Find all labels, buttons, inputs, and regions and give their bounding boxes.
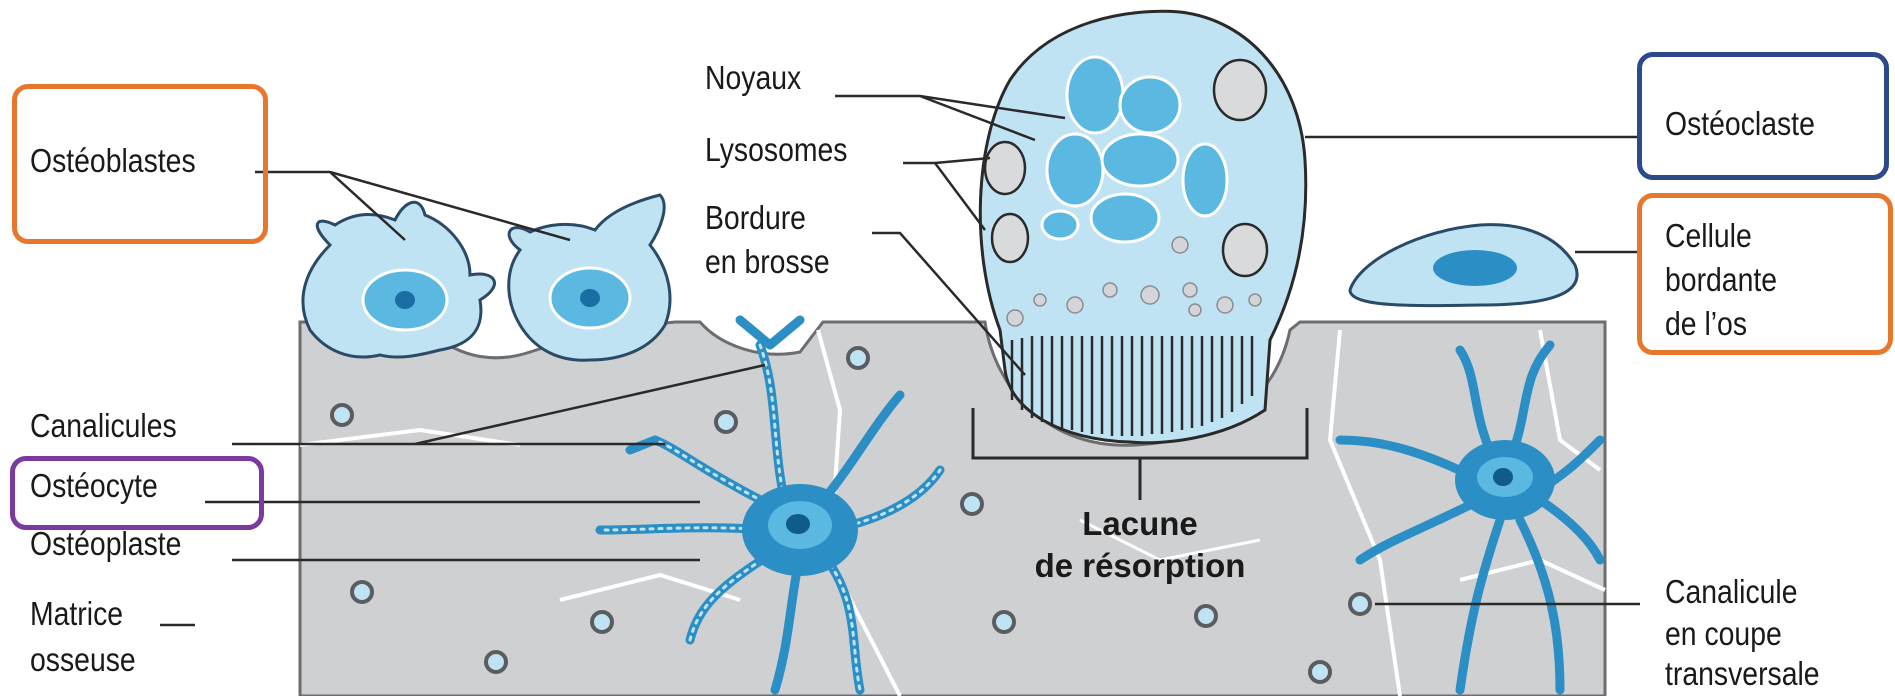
leader-lysosomes (903, 158, 990, 230)
label-canalicule-line1: Canalicule (1665, 572, 1798, 612)
label-bordure-line2: en brosse (705, 242, 830, 282)
canalicule-section (1310, 662, 1330, 682)
label-osteocyte: Ostéocyte (30, 466, 158, 506)
label-lysosomes: Lysosomes (705, 130, 847, 170)
label-cellule-line2: bordante (1665, 260, 1777, 300)
nucleus (1091, 194, 1159, 242)
canalicule-section (1350, 594, 1370, 614)
label-lacune-line2: de résorption (1000, 546, 1280, 586)
canalicule-section (486, 652, 506, 672)
osteoclast (980, 11, 1305, 442)
canalicule-section (994, 612, 1014, 632)
bone-lining-cell (1350, 225, 1577, 306)
label-cellule-line1: Cellule (1665, 216, 1752, 256)
label-lacune-line1: Lacune (1040, 504, 1240, 544)
label-canalicule-line2: en coupe (1665, 614, 1782, 654)
canalicule-section (592, 612, 612, 632)
lysosome (1223, 224, 1267, 276)
label-canalicules: Canalicules (30, 406, 177, 446)
lysosome (985, 142, 1025, 194)
nucleus (1067, 57, 1123, 133)
label-osteoblastes: Ostéoblastes (30, 141, 196, 181)
label-cellule-line3: de l’os (1665, 304, 1747, 344)
canalicule-section (332, 405, 352, 425)
label-osteoplaste: Ostéoplaste (30, 524, 181, 564)
label-matrice-line2: osseuse (30, 640, 136, 680)
nucleus (1183, 144, 1227, 216)
nucleus (1042, 211, 1078, 239)
lysosome (1214, 60, 1266, 120)
canalicule-section (716, 412, 736, 432)
osteoblast-right (509, 195, 670, 360)
lysosome (992, 214, 1028, 262)
canalicule-section (962, 494, 982, 514)
canalicule-section (1196, 606, 1216, 626)
label-canalicule-line3: transversale (1665, 654, 1820, 694)
label-matrice-line1: Matrice (30, 594, 123, 634)
nucleus (1120, 77, 1180, 133)
nucleus (1047, 134, 1103, 206)
nucleus (1102, 134, 1178, 186)
canalicule-section (848, 348, 868, 368)
label-osteoclaste: Ostéoclaste (1665, 104, 1815, 144)
bone-matrix (300, 322, 1605, 696)
osteoblast-left (303, 202, 495, 357)
label-noyaux: Noyaux (705, 58, 801, 98)
label-bordure-line1: Bordure (705, 198, 806, 238)
canalicule-section (352, 582, 372, 602)
